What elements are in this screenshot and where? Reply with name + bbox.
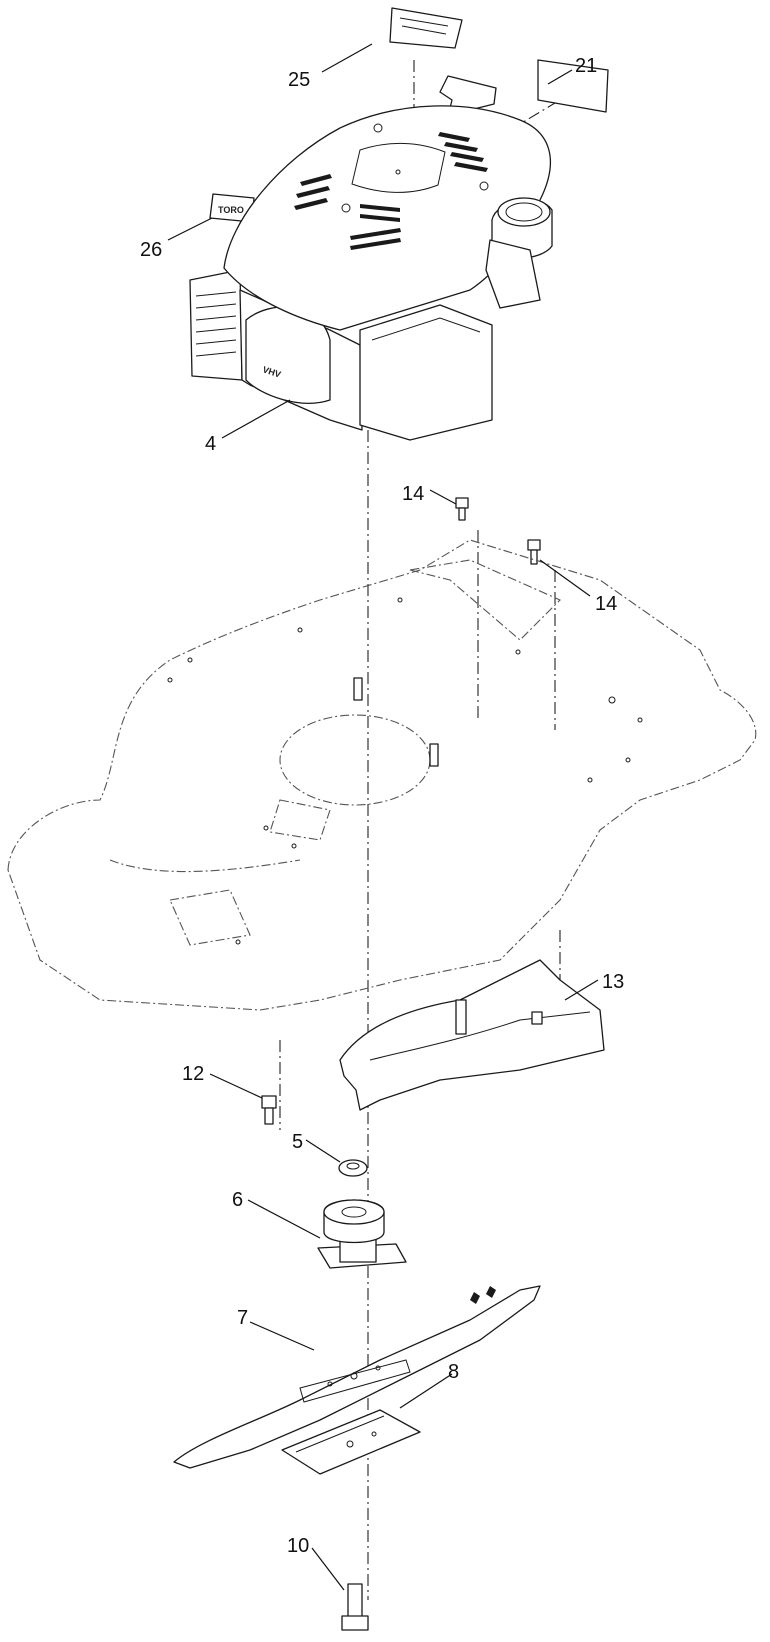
leader-lines: [167, 43, 599, 1591]
blade-bolt-part-10: [341, 1583, 369, 1631]
baffle-part-13: [339, 959, 605, 1111]
callout-10: 10: [287, 1535, 309, 1557]
callout-5: 5: [292, 1131, 303, 1153]
callout-4: 4: [205, 433, 216, 455]
bolt-part-14-right: [527, 539, 541, 565]
cooling-fins: [195, 291, 237, 357]
callout-12: 12: [182, 1063, 204, 1085]
callout-26: 26: [140, 239, 162, 261]
bolt-part-14-left: [455, 497, 469, 521]
label-part-21: [537, 59, 609, 113]
blade-part-7: [173, 1285, 541, 1469]
callout-7: 7: [237, 1307, 248, 1329]
callout-6: 6: [232, 1189, 243, 1211]
callout-14-right: 14: [595, 593, 617, 615]
callout-21: 21: [575, 55, 597, 77]
callout-25: 25: [288, 69, 310, 91]
callout-labels: 25 21 26 4 14 14 13 12 5 6 7 8 10: [140, 55, 624, 1557]
callout-13: 13: [602, 971, 624, 993]
engine-part-4: VHV: [189, 75, 553, 441]
toro-decal-text: TORO: [218, 205, 244, 215]
blade-adapter-part-6: [317, 1199, 407, 1269]
mower-deck-phantom: [7, 539, 757, 1011]
decal-part-25: [389, 7, 463, 49]
callout-14-top: 14: [402, 483, 424, 505]
stiffener-part-8: [281, 1409, 421, 1475]
callout-8: 8: [448, 1361, 459, 1383]
bolt-part-12: [261, 1095, 277, 1125]
fuel-cap: [485, 197, 553, 309]
washer-part-5: [338, 1159, 368, 1177]
shroud-vents: [294, 132, 488, 250]
